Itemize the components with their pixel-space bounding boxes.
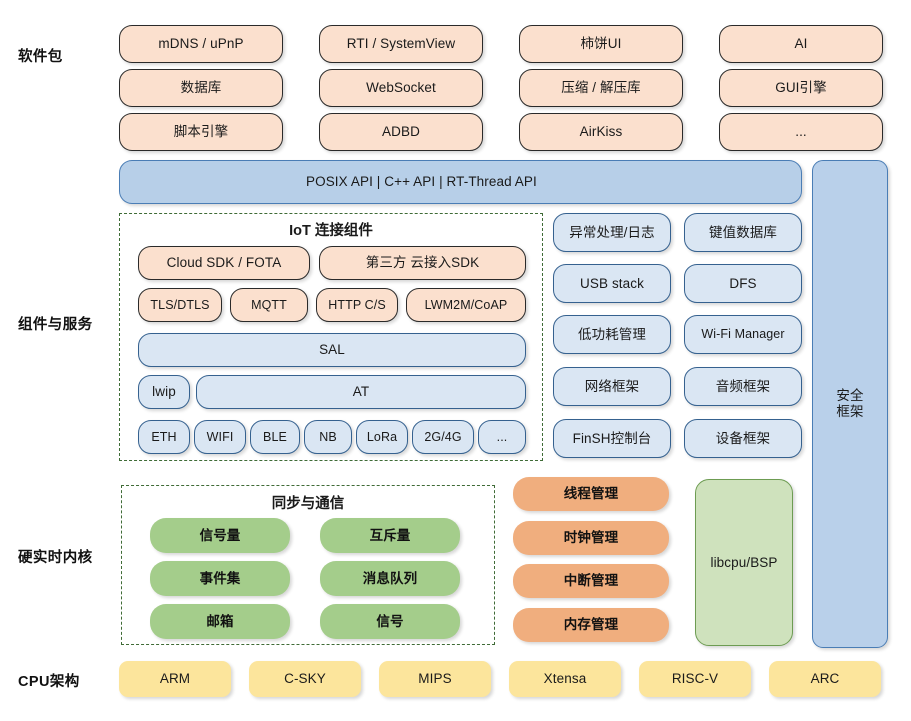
api-layer-label: POSIX API | C++ API | RT-Thread API — [306, 174, 537, 190]
software-package-box[interactable]: 数据库 — [119, 69, 283, 107]
iot-link-box[interactable]: NB — [304, 420, 352, 454]
libcpu-bsp-box[interactable]: libcpu/BSP — [695, 479, 793, 646]
iot-link-box[interactable]: 2G/4G — [412, 420, 474, 454]
kernel-ipc-box[interactable]: 信号量 — [150, 518, 290, 553]
iot-sal-box[interactable]: SAL — [138, 333, 526, 367]
iot-lwip-box[interactable]: lwip — [138, 375, 190, 409]
component-box[interactable]: 音频框架 — [684, 367, 802, 406]
kernel-management-box[interactable]: 线程管理 — [513, 477, 669, 511]
api-layer-bar[interactable]: POSIX API | C++ API | RT-Thread API — [119, 160, 802, 204]
iot-link-box[interactable]: LoRa — [356, 420, 408, 454]
kernel-ipc-box[interactable]: 消息队列 — [320, 561, 460, 596]
iot-connect-title: IoT 连接组件 — [289, 223, 373, 239]
software-package-box[interactable]: AI — [719, 25, 883, 63]
software-package-box[interactable]: 压缩 / 解压库 — [519, 69, 683, 107]
software-package-box[interactable]: AirKiss — [519, 113, 683, 151]
component-box[interactable]: DFS — [684, 264, 802, 303]
cpu-arch-box[interactable]: C-SKY — [249, 661, 361, 697]
cpu-arch-box[interactable]: RISC-V — [639, 661, 751, 697]
kernel-sync-title: 同步与通信 — [271, 496, 345, 512]
component-box[interactable]: 网络框架 — [553, 367, 671, 406]
component-box[interactable]: 键值数据库 — [684, 213, 802, 252]
iot-connect-dashed-container — [119, 213, 543, 461]
kernel-sync-dashed-container — [121, 485, 495, 645]
cpu-arch-box[interactable]: ARM — [119, 661, 231, 697]
kernel-ipc-box[interactable]: 邮箱 — [150, 604, 290, 639]
iot-cloud-sdk-box[interactable]: Cloud SDK / FOTA — [138, 246, 310, 280]
software-package-box[interactable]: ... — [719, 113, 883, 151]
cpu-arch-box[interactable]: Xtensa — [509, 661, 621, 697]
kernel-management-box[interactable]: 中断管理 — [513, 564, 669, 598]
iot-protocol-box[interactable]: TLS/DTLS — [138, 288, 222, 322]
iot-link-box[interactable]: WIFI — [194, 420, 246, 454]
component-box[interactable]: Wi-Fi Manager — [684, 315, 802, 354]
iot-link-box[interactable]: ETH — [138, 420, 190, 454]
kernel-management-box[interactable]: 时钟管理 — [513, 521, 669, 555]
software-package-box[interactable]: 柿饼UI — [519, 25, 683, 63]
software-package-box[interactable]: mDNS / uPnP — [119, 25, 283, 63]
iot-link-box[interactable]: BLE — [250, 420, 300, 454]
software-package-box[interactable]: ADBD — [319, 113, 483, 151]
row-label-software-packages: 软件包 — [18, 49, 63, 65]
security-framework-box[interactable]: 安全 框架 — [812, 160, 888, 648]
software-package-box[interactable]: RTI / SystemView — [319, 25, 483, 63]
iot-at-box[interactable]: AT — [196, 375, 526, 409]
software-package-box[interactable]: GUI引擎 — [719, 69, 883, 107]
iot-protocol-box[interactable]: LWM2M/CoAP — [406, 288, 526, 322]
component-box[interactable]: 异常处理/日志 — [553, 213, 671, 252]
cpu-arch-box[interactable]: ARC — [769, 661, 881, 697]
kernel-management-box[interactable]: 内存管理 — [513, 608, 669, 642]
component-box[interactable]: USB stack — [553, 264, 671, 303]
kernel-ipc-box[interactable]: 信号 — [320, 604, 460, 639]
kernel-ipc-box[interactable]: 事件集 — [150, 561, 290, 596]
iot-protocol-box[interactable]: HTTP C/S — [316, 288, 398, 322]
kernel-ipc-box[interactable]: 互斥量 — [320, 518, 460, 553]
cpu-arch-box[interactable]: MIPS — [379, 661, 491, 697]
software-package-box[interactable]: 脚本引擎 — [119, 113, 283, 151]
iot-link-box[interactable]: ... — [478, 420, 526, 454]
iot-protocol-box[interactable]: MQTT — [230, 288, 308, 322]
component-box[interactable]: 低功耗管理 — [553, 315, 671, 354]
row-label-components-and-services: 组件与服务 — [18, 317, 93, 333]
row-label-hard-realtime-kernel: 硬实时内核 — [18, 550, 93, 566]
software-package-box[interactable]: WebSocket — [319, 69, 483, 107]
row-label-cpu-architecture: CPU架构 — [18, 674, 80, 690]
iot-third-party-cloud-box[interactable]: 第三方 云接入SDK — [319, 246, 526, 280]
component-box[interactable]: 设备框架 — [684, 419, 802, 458]
component-box[interactable]: FinSH控制台 — [553, 419, 671, 458]
